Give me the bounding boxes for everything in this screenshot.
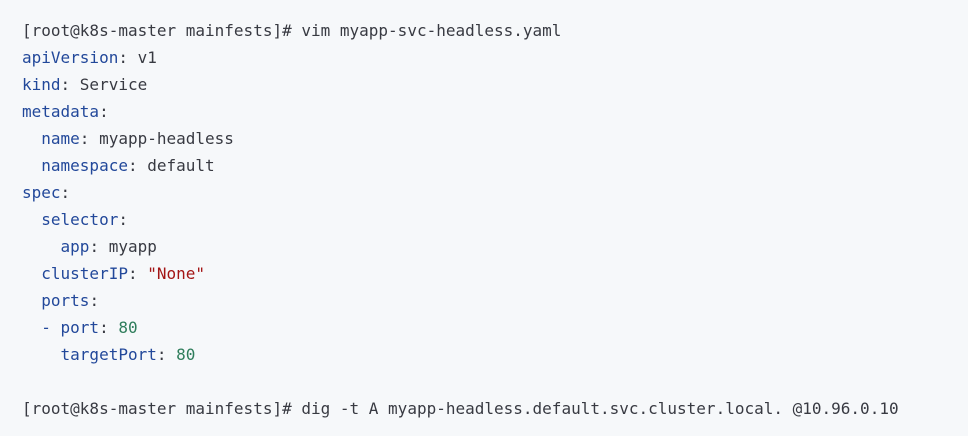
yaml-key: port: [60, 318, 100, 337]
yaml-value: default: [147, 156, 215, 175]
yaml-line-metadata: metadata:: [22, 102, 109, 121]
blank-line: [22, 368, 968, 395]
yaml-line-spec: spec:: [22, 183, 71, 202]
yaml-line-clusterip: clusterIP: "None": [41, 264, 206, 283]
yaml-number-value: 80: [176, 345, 196, 364]
yaml-value: myapp: [108, 237, 157, 256]
yaml-key: apiVersion: [22, 48, 119, 67]
yaml-key: namespace: [41, 156, 128, 175]
command-text: [root@k8s-master mainfests]# dig -t A my…: [22, 399, 899, 418]
yaml-key: metadata: [22, 102, 100, 121]
yaml-value: myapp-headless: [99, 129, 234, 148]
command-line-vim: [root@k8s-master mainfests]# vim myapp-s…: [22, 17, 968, 44]
yaml-line-name: name: myapp-headless: [41, 129, 234, 148]
yaml-line-port: - port: 80: [41, 318, 138, 337]
yaml-value: v1: [137, 48, 157, 67]
yaml-line-selector: selector:: [41, 210, 128, 229]
yaml-key: ports: [41, 291, 90, 310]
yaml-key: selector: [41, 210, 119, 229]
yaml-string-value: "None": [147, 264, 206, 283]
yaml-line-apiversion: apiVersion: v1: [22, 48, 157, 67]
yaml-line-app: app: myapp: [60, 237, 157, 256]
yaml-key: kind: [22, 75, 61, 94]
yaml-list-dash: -: [41, 318, 61, 337]
yaml-key: app: [60, 237, 90, 256]
yaml-key: spec: [22, 183, 61, 202]
yaml-key: name: [41, 129, 80, 148]
yaml-line-kind: kind: Service: [22, 75, 148, 94]
command-line-dig: [root@k8s-master mainfests]# dig -t A my…: [22, 395, 968, 422]
yaml-number-value: 80: [118, 318, 138, 337]
yaml-line-ports: ports:: [41, 291, 100, 310]
yaml-key: targetPort: [60, 345, 157, 364]
yaml-value: Service: [79, 75, 148, 94]
command-text: [root@k8s-master mainfests]# vim myapp-s…: [22, 21, 562, 40]
yaml-line-targetport: targetPort: 80: [60, 345, 196, 364]
yaml-key: clusterIP: [41, 264, 128, 283]
yaml-line-namespace: namespace: default: [41, 156, 215, 175]
